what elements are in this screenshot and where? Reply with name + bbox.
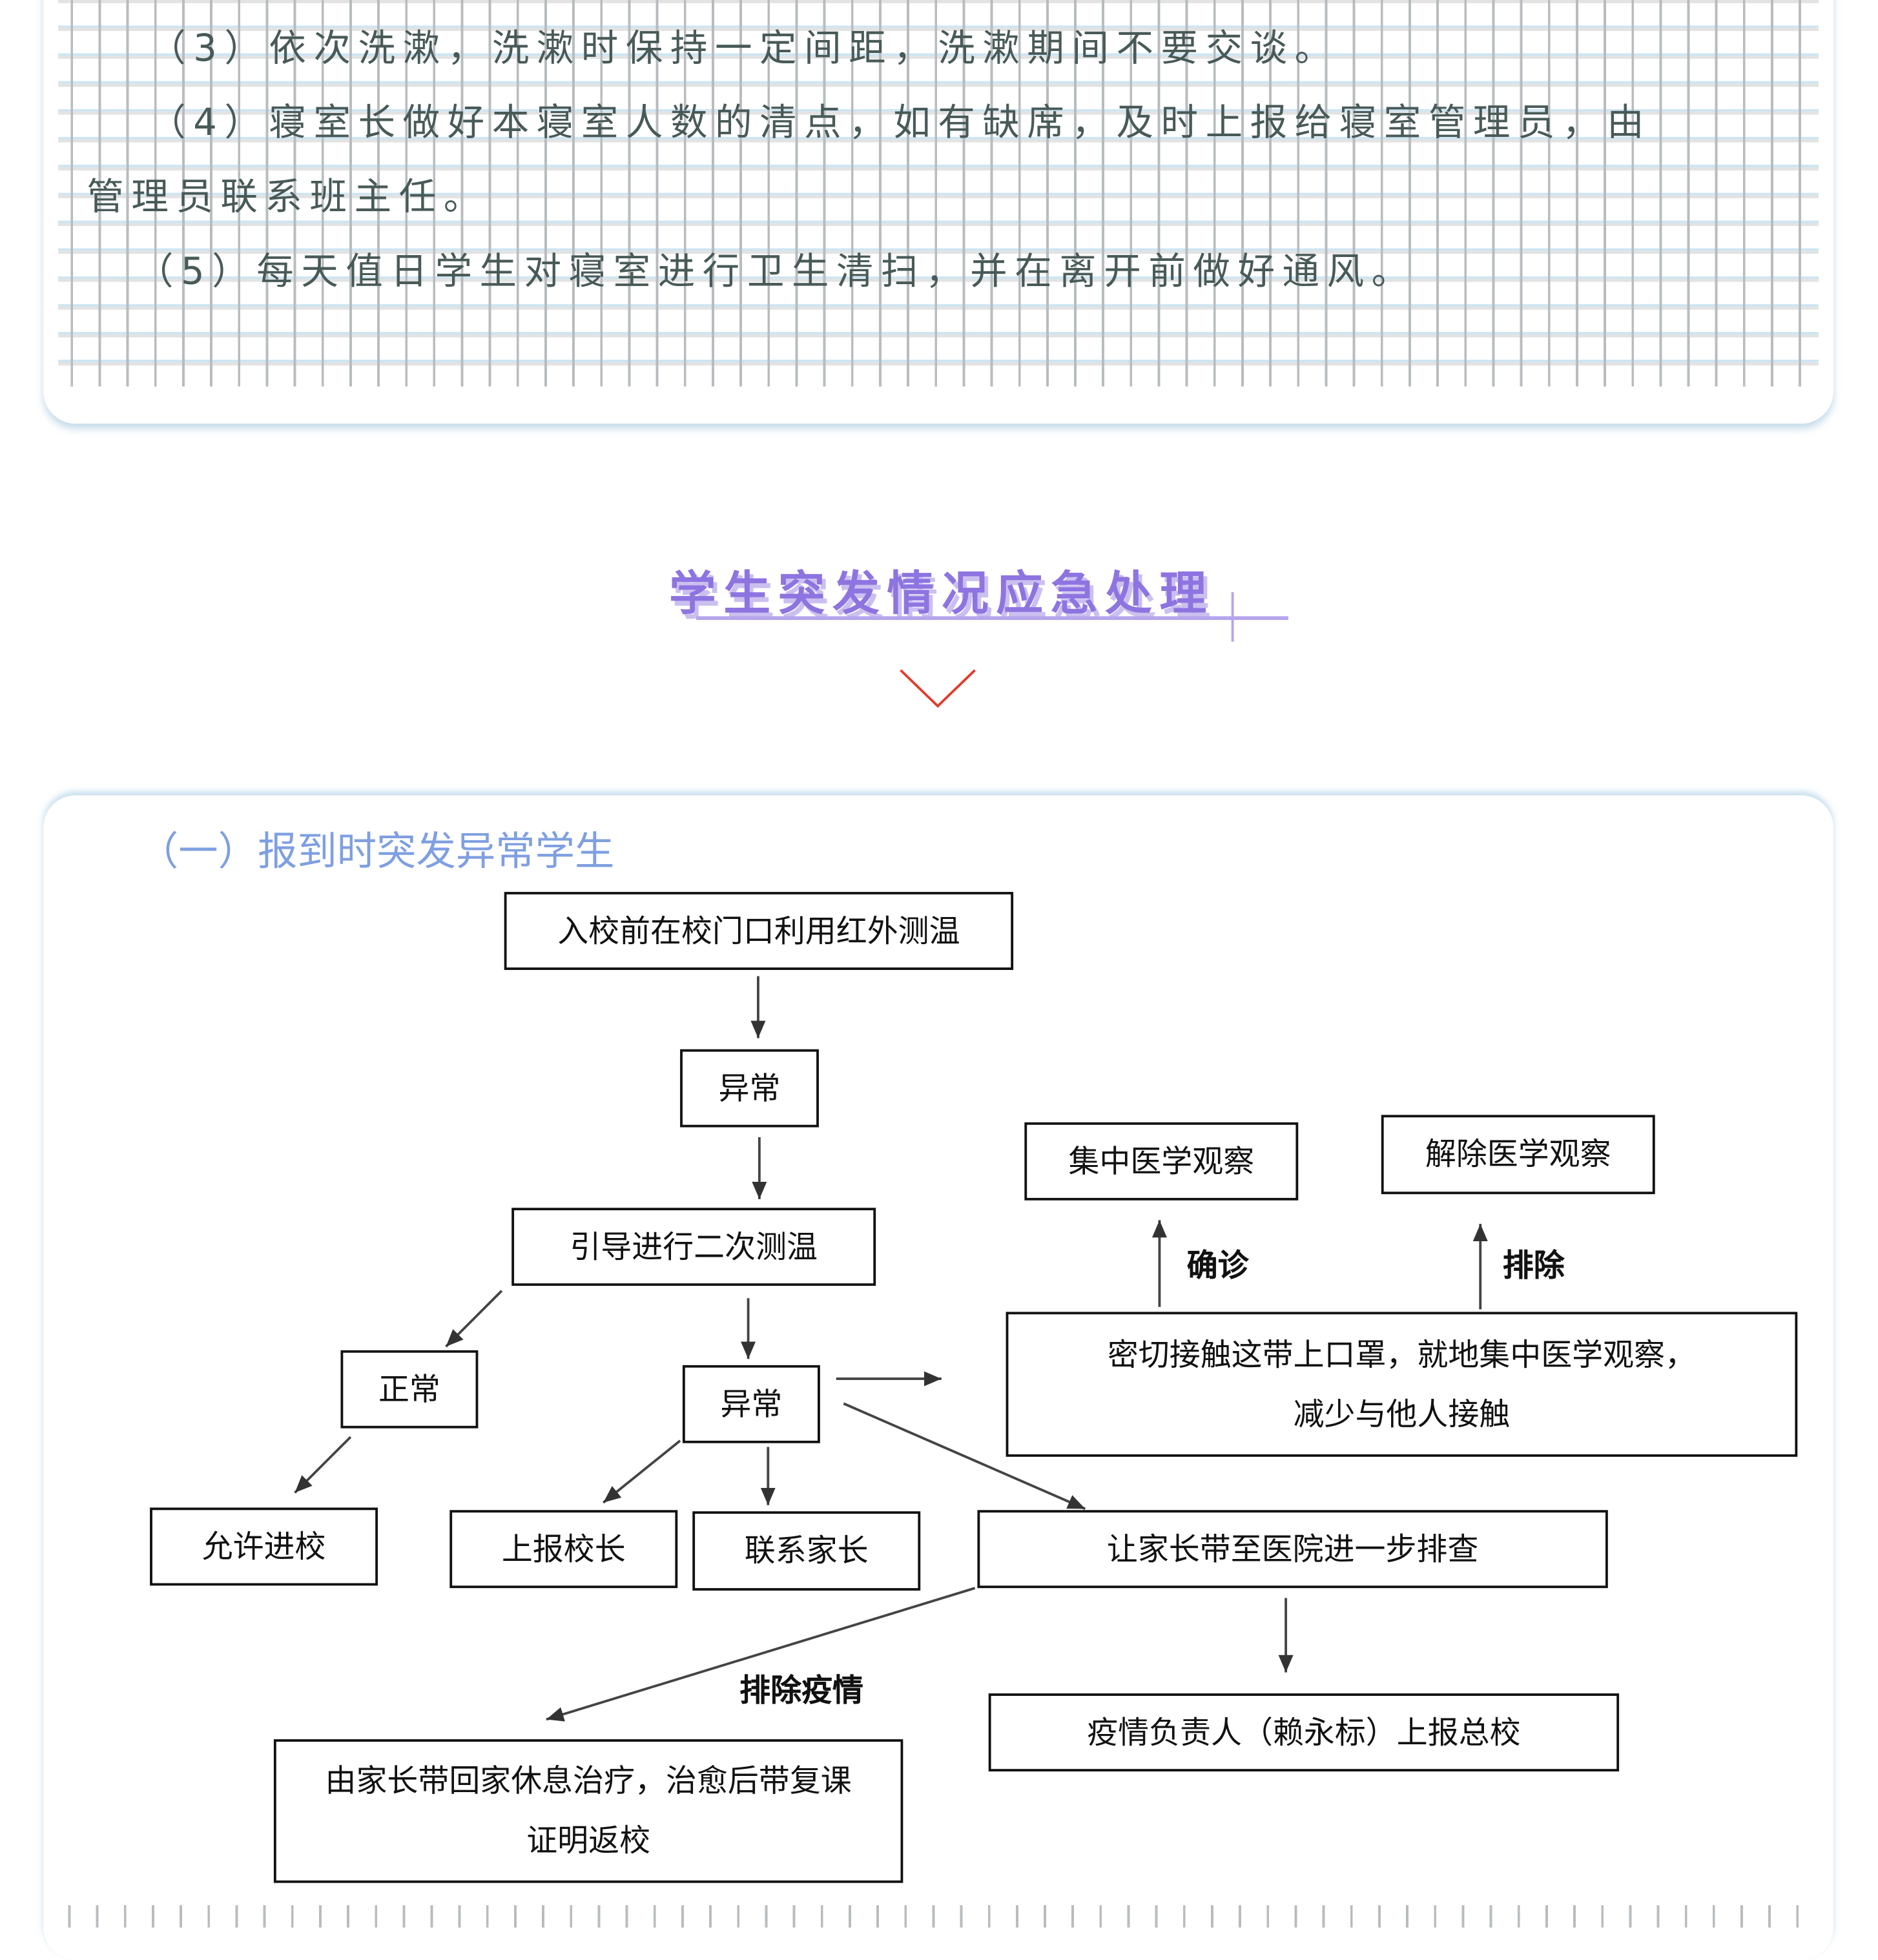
node-report-hq: 疫情负责人（赖永标）上报总校 xyxy=(988,1693,1620,1772)
close-contact-line-2: 减少与他人接触 xyxy=(1293,1395,1511,1432)
flow-subtitle: （一）报到时突发异常学生 xyxy=(138,827,615,875)
label-confirmed: 确诊 xyxy=(1186,1247,1249,1284)
home-line-1: 由家长带回家休息治疗，治愈后带复课 xyxy=(325,1762,852,1799)
rule-4: （4）寝室长做好本寝室人数的清点，如有缺席，及时上报给寝室管理员，由 xyxy=(149,101,1652,145)
node-normal: 正常 xyxy=(340,1350,479,1429)
node-contact-parents: 联系家长 xyxy=(692,1511,921,1591)
rule-3: （3）依次洗漱，洗漱时保持一定间距，洗漱期间不要交谈。 xyxy=(149,27,1339,71)
arrow xyxy=(445,1290,503,1348)
node-entry: 入校前在校门口利用红外测温 xyxy=(504,892,1014,970)
title-decoration xyxy=(696,592,1288,708)
grid-paper-background xyxy=(58,0,1819,387)
dorm-rules-card xyxy=(43,0,1833,424)
node-abnormal-2: 异常 xyxy=(682,1365,820,1443)
arrow xyxy=(546,1587,976,1722)
label-epidemic-excluded: 排除疫情 xyxy=(739,1672,864,1709)
node-abnormal: 异常 xyxy=(680,1049,819,1128)
home-line-2: 证明返校 xyxy=(526,1822,651,1859)
arrow xyxy=(602,1439,681,1504)
close-contact-line-1: 密切接触这带上口罩，就地集中医学观察， xyxy=(1107,1336,1697,1372)
node-release-observation: 解除医学观察 xyxy=(1381,1115,1655,1195)
node-retest: 引导进行二次测温 xyxy=(511,1208,876,1286)
chevron-down-icon xyxy=(900,669,976,708)
section-title: 学生突发情况应急处理 xyxy=(668,566,1214,621)
node-report-principal: 上报校长 xyxy=(449,1510,678,1589)
label-excluded: 排除 xyxy=(1502,1247,1565,1284)
node-allow: 允许进校 xyxy=(150,1507,378,1586)
node-central-observation: 集中医学观察 xyxy=(1024,1122,1299,1201)
node-close-contact: 密切接触这带上口罩，就地集中医学观察， 减少与他人接触 xyxy=(1006,1312,1798,1457)
arrow xyxy=(294,1436,352,1494)
node-hospital: 让家长带至医院进一步排查 xyxy=(977,1510,1608,1589)
rule-4-cont: 管理员联系班主任。 xyxy=(87,176,488,220)
node-home-treatment: 由家长带回家休息治疗，治愈后带复课 证明返校 xyxy=(273,1739,903,1883)
tick-border xyxy=(56,1905,1822,1928)
rule-5: （5）每天值日学生对寝室进行卫生清扫，并在离开前做好通风。 xyxy=(136,250,1416,294)
arrow xyxy=(843,1402,1086,1511)
